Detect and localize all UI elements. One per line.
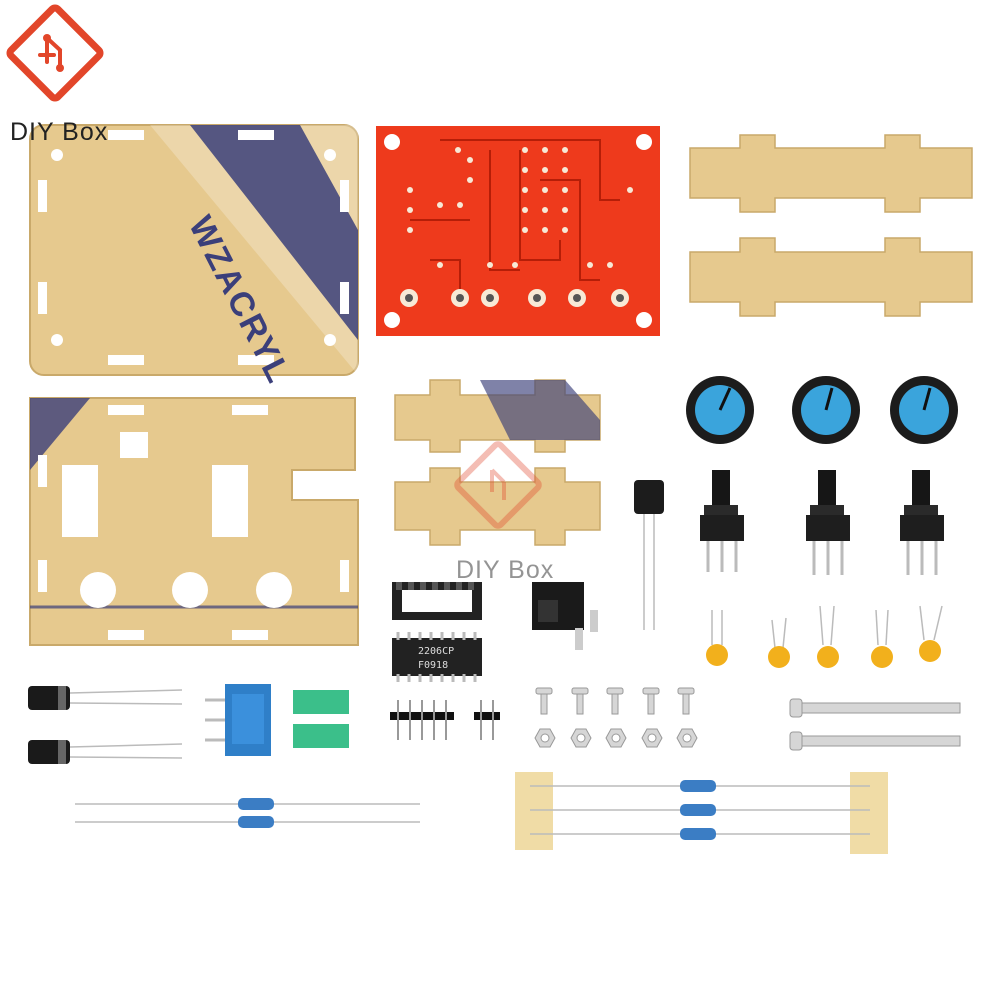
jumper-cap-1	[293, 690, 349, 714]
chip-label-line2: F0918	[418, 660, 448, 671]
acrylic-side-strip-2	[689, 237, 973, 317]
inductor	[634, 480, 664, 630]
electrolytic-capacitor-2	[28, 740, 183, 764]
acrylic-top-panel	[29, 124, 359, 376]
watermark-logo-icon	[454, 441, 542, 529]
long-screws	[789, 698, 961, 751]
diy-box-logo-icon	[6, 4, 104, 102]
potentiometer-2	[806, 470, 850, 575]
acrylic-end-piece-1	[394, 379, 601, 453]
ic-socket	[392, 582, 482, 620]
potentiometer-1	[700, 470, 744, 572]
potentiometer-3	[900, 470, 944, 575]
dc-power-jack	[532, 582, 598, 650]
jumper-cap-2	[293, 724, 349, 748]
acrylic-bottom-panel	[29, 397, 359, 646]
acrylic-end-piece-2	[394, 467, 601, 546]
pin-header-5	[390, 700, 454, 740]
knob-1	[686, 376, 754, 444]
trimmer-switch	[205, 684, 271, 756]
pcb-board	[376, 126, 660, 336]
electrolytic-capacitor-1	[28, 686, 183, 710]
taped-resistors	[515, 772, 888, 854]
brand-name: DIY Box	[10, 118, 109, 146]
pcb-pads	[400, 289, 629, 307]
screws-and-nuts	[534, 687, 698, 748]
ceramic-capacitors	[706, 605, 943, 668]
resistors-left	[75, 798, 420, 828]
knob-3	[890, 376, 958, 444]
chip-label-line1: 2206CP	[418, 646, 454, 657]
xr2206-chip: 2206CP F0918	[392, 632, 482, 682]
knob-2	[792, 376, 860, 444]
acrylic-side-strip-1	[689, 134, 973, 213]
protective-film-print	[190, 125, 358, 340]
watermark-text: DIY Box	[456, 556, 555, 584]
pin-header-2	[474, 700, 500, 740]
